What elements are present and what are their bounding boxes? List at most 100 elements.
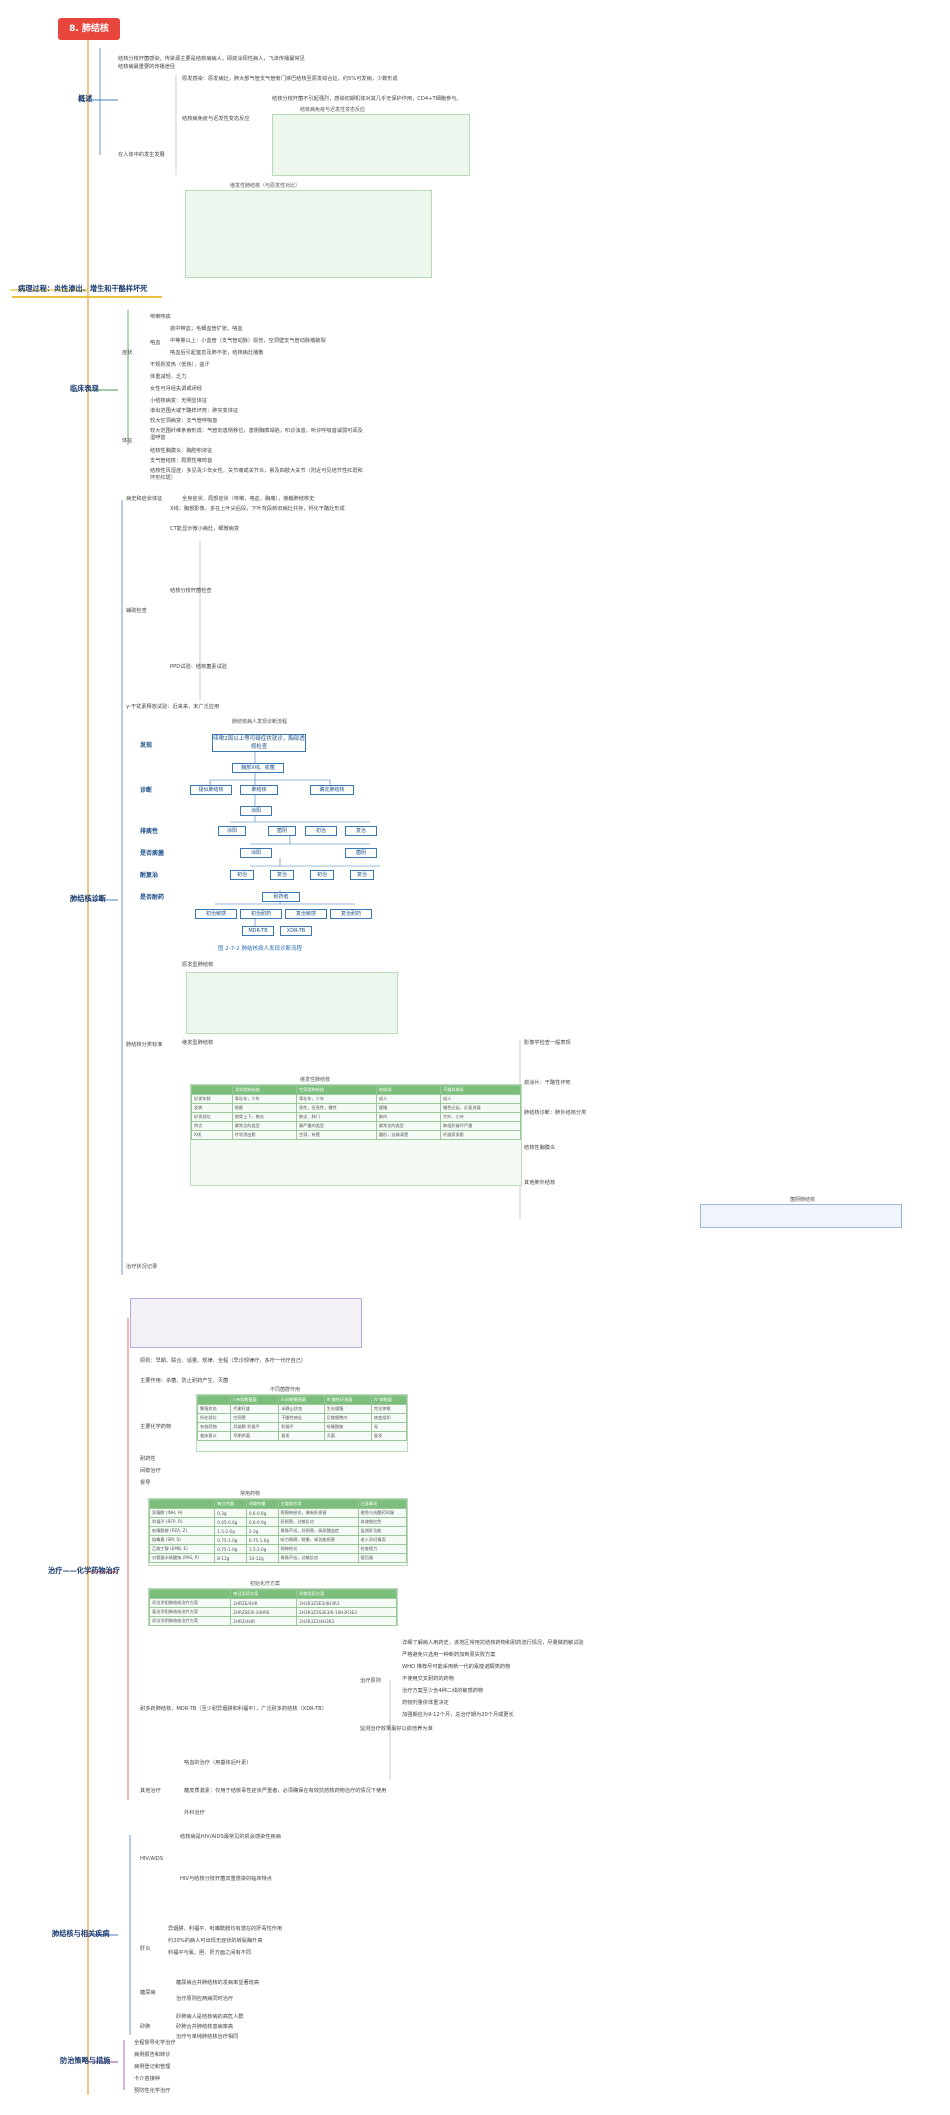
flow-row-diagnose: 诊断 — [140, 787, 153, 794]
flow-row-discover: 发现 — [140, 742, 153, 749]
rel-e2a: 异烟肼、利福平、吡嗪酰胺均有潜在的肝毒性作用 — [168, 1926, 283, 1932]
table6-cell: 0.75-1.0g — [214, 1535, 247, 1545]
flow-box-xdr: XDR-TB — [280, 926, 312, 936]
table5-cell: 所在部位 — [196, 1413, 232, 1423]
flow-box-symptom: 咳嗽2周以上等可疑症状就诊，胸部透视检查 — [212, 734, 306, 752]
table3-cell: 肺尖、肺门 — [295, 1112, 377, 1122]
table5-cell: 空洞壁 — [230, 1413, 280, 1423]
section-pathology: 病理过程：炎性渗出、增生和干酪样坏死 — [18, 284, 148, 293]
table6-cell: 吡嗪酰胺 (PZA, Z) — [148, 1526, 216, 1536]
table6-title: 常用药物 — [240, 1491, 261, 1497]
table6-cell: 0.6-0.9g — [245, 1517, 279, 1527]
prev-f1: 全程督导化学治疗 — [134, 2040, 176, 2046]
clinical-t2: 渗出范围大或干酪样坏死：肺实变体征 — [150, 408, 239, 414]
table3-cell: 最常见的类型 — [375, 1121, 442, 1131]
table3-row: 特点最常见的类型最严重的类型最常见的类型肺组织破坏严重 — [191, 1121, 521, 1131]
treat-c6: 督导 — [140, 1480, 151, 1486]
diag-d1: 影像学检查一般表现 — [524, 1040, 571, 1046]
table6-cell: 0.6-0.8g — [245, 1508, 279, 1518]
table6-header-cell — [148, 1499, 216, 1509]
treatment-record-card — [130, 1298, 362, 1348]
flow-row-sputum: 排痰性 — [140, 828, 159, 835]
flow-box-resist: 耐药者 — [262, 892, 300, 902]
flow-row-retreat: 耐复治 — [140, 872, 159, 879]
treat-c10c: 外科治疗 — [184, 1810, 205, 1816]
treat-c8f: 药物剂量依体重决定 — [402, 1700, 449, 1706]
clinical-z2b: 中等量以上：小血管（支气管动脉）损伤，空洞壁支气管动脉瘤破裂 — [170, 338, 326, 344]
table3-card: 浸润型肺结核空洞型肺结核结核球干酪样肺炎好发年龄青壮年，少年青壮年，少年成人成人… — [190, 1084, 522, 1186]
treat-c8d: 不使用交叉耐药的药物 — [402, 1676, 454, 1682]
table6-header-row: 每日剂量间歇剂量主要副作用注意事项 — [148, 1499, 408, 1509]
clinical-t4: 较大范围纤维条索形成：气管向患侧移位，患侧胸廓塌陷，叩诊浊音，听诊呼吸音减弱可闻… — [150, 428, 363, 442]
treat-c4: 耐药性 — [140, 1456, 156, 1462]
treat-c9: 监测治疗效果最好以痰培养为准 — [360, 1726, 433, 1732]
diag-a1t: 全身症状，局部症状（咳嗽，咯血，胸痛），接触肺结核史 — [182, 496, 315, 502]
diag-a2e: γ-干扰素释放试验：近来来，未广泛应用 — [126, 704, 220, 710]
table6-cell: 监测肝功能 — [357, 1526, 408, 1536]
table3: 浸润型肺结核空洞型肺结核结核球干酪样肺炎好发年龄青壮年，少年青壮年，少年成人成人… — [191, 1085, 521, 1140]
table3-header-cell: 浸润型肺结核 — [231, 1085, 297, 1095]
flow-row-smear: 是否痰菌 — [140, 850, 165, 857]
table3-cell: 青壮年，少年 — [231, 1094, 297, 1104]
table6-header-cell: 主要副作用 — [277, 1499, 359, 1509]
table6-cell: 8-12g — [214, 1553, 247, 1563]
table6-cell: 老人孕妇慎用 — [357, 1535, 408, 1545]
table5-cell: 异烟肼 利福平 — [230, 1422, 280, 1432]
table3-title: 继发性肺结核 — [300, 1077, 331, 1083]
rel-e2: 肝炎 — [140, 1946, 151, 1952]
table6-header-cell: 注意事项 — [357, 1499, 408, 1509]
rel-e4b: 矽肺合并肺结核患病率高 — [176, 2024, 234, 2030]
clinical-t7: 结核性风湿症：多见青少年女性，关节痛或关节炎，累及四肢大关节（附近可见结节性红斑… — [150, 468, 363, 482]
clinical-t1: 小结核病变：无明显体征 — [150, 398, 208, 404]
clinical-z3: 不规则发热（低热），盗汗 — [150, 362, 210, 368]
table6-cell: 体液橙红色 — [357, 1517, 408, 1527]
table3-cell: 肺内 — [375, 1112, 442, 1122]
treat-c8g: 加强期应为9-12个月，总治疗期为20个月或更长 — [402, 1712, 514, 1718]
clinical-z2: 咯血 — [150, 340, 161, 346]
table6-cell: 肝损害，过敏反应 — [277, 1517, 359, 1527]
table4-title: 菌阴肺结核 — [790, 1197, 816, 1203]
table6-cell: 1.5-2.0g — [214, 1526, 247, 1536]
table3-row: X线片状渗出影空洞，有壁圆形，边缘清楚纤维索条影 — [191, 1130, 521, 1140]
treat-c10: 其他治疗 — [140, 1788, 161, 1794]
overview-p3: 结核分枝杆菌不引起强烈，感染初期机体对其几乎无保护作用，CD4+T细胞参与。 — [272, 96, 462, 102]
flow-box-xray: 胸部X线、痰菌 — [232, 763, 284, 773]
overview-p1: 原发感染：原发病灶，肺大部气管支气管旁门淋巴结核至原发综合征，约5%可发病，少数… — [182, 76, 398, 82]
rel-e3a: 糖尿病合并肺结核的发病率显著增高 — [176, 1980, 260, 1986]
table7-header-row: 每日用药方案间歇用药方案 — [148, 1589, 397, 1599]
table3-row: 好发部位锁骨上下，肺尖肺尖、肺门肺内大叶、小叶 — [191, 1112, 521, 1122]
table6-cell: 避免与抗酸药同服 — [357, 1508, 408, 1518]
table5-cell: 病变组织 — [370, 1413, 408, 1423]
overview-p2: 结核病免疫与迟发性变态反应 — [182, 116, 250, 122]
table7-header-cell: 每日用药方案 — [230, 1589, 298, 1599]
table6-cell: 异烟肼 (INH, H) — [148, 1508, 216, 1518]
table5-cell: 复发 — [370, 1431, 408, 1441]
table3-cell: 好发年龄 — [191, 1094, 233, 1104]
diag-b1: 肺结核分类标准 — [126, 1042, 163, 1048]
overview-intro: 结核分枝杆菌感染，传染源主要是结核病病人，即痰涂阳性病人，飞沫传播最常见 — [118, 56, 305, 62]
table3-cell: 纤维索条影 — [440, 1130, 521, 1140]
diag-a2c: 结核分枝杆菌检查 — [170, 588, 212, 594]
rel-e4a: 矽肺病人是结核病的高危人群 — [176, 2014, 244, 2020]
rel-e3: 糖尿病 — [140, 1990, 156, 1996]
table6-cell: 0.3g — [214, 1508, 247, 1518]
table6-cell: 0.75-1.0g — [245, 1535, 279, 1545]
table3-cell: 成人 — [440, 1094, 521, 1104]
table3-header-cell: 空洞型肺结核 — [295, 1085, 377, 1095]
rel-e1a: 结核病是HIV/AIDS最常见的机会感染性疾病 — [180, 1834, 281, 1840]
pathology-underline — [12, 296, 162, 298]
